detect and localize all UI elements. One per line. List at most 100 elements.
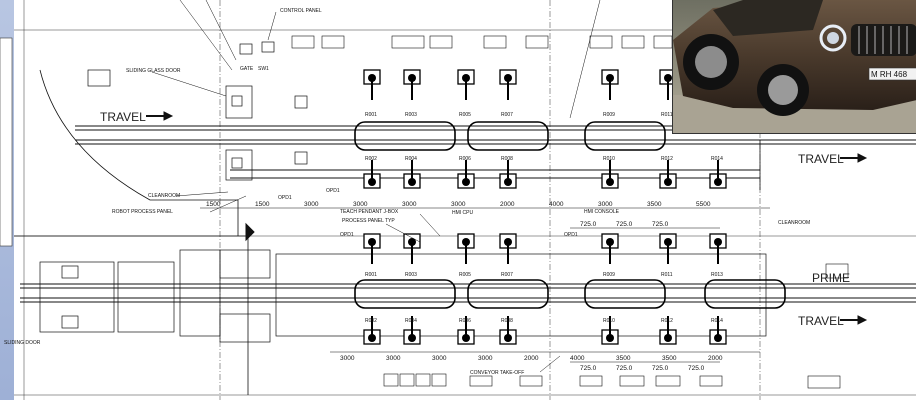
vehicle-bodies: [354, 121, 786, 309]
dimension-mid: 725.0: [652, 221, 669, 228]
leader-lines: [151, 0, 601, 373]
robot-top-b: [363, 160, 381, 189]
robot-label: R014: [711, 318, 723, 324]
robot-label: R005: [459, 112, 471, 118]
robot-label: R007: [501, 112, 513, 118]
robot-top-a: [499, 69, 517, 100]
robot-top-a: [403, 69, 421, 100]
travel-label-top-right: TRAVEL: [798, 152, 844, 166]
hmi-cpu-label: HMI CPU: [452, 210, 474, 216]
robot-group: R001R003R005R007R009R011R013R002R004R006…: [363, 69, 727, 345]
robot-top-b: [601, 160, 619, 189]
robot-label: R008: [501, 156, 513, 162]
dimension-bottom: 3000: [478, 355, 493, 362]
bottom-cabinets: [383, 263, 849, 389]
robot-bottom-b: [403, 316, 421, 345]
dimension-top: 4000: [549, 201, 564, 208]
robot-top-b: [499, 160, 517, 189]
robot-top-b: [659, 160, 677, 189]
sliding-door-label: SLIDING DOOR: [4, 340, 41, 346]
opd1-label-a: OPD1: [326, 188, 340, 194]
robot-label: R009: [603, 112, 615, 118]
robot-label: R006: [459, 156, 471, 162]
robot-bottom-a: [601, 233, 619, 264]
robot-bottom-b: [659, 316, 677, 345]
entry-booth: [87, 41, 308, 181]
robot-label: R010: [603, 318, 615, 324]
dimension-top: 3000: [598, 201, 613, 208]
robot-label: R004: [405, 318, 417, 324]
control-panel-label: CONTROL PANEL: [280, 8, 322, 14]
robot-label: R012: [661, 318, 673, 324]
robot-bottom-a: [457, 233, 475, 264]
travel-arrows: [146, 111, 868, 325]
robot-bottom-a: [659, 233, 677, 264]
robot-top-b: [709, 160, 727, 189]
robot-label: R007: [501, 272, 513, 278]
dimension-bottom: 2000: [524, 355, 539, 362]
dimension-top: 3000: [451, 201, 466, 208]
dimension-mid: 725.0: [580, 221, 597, 228]
robot-label: R009: [603, 272, 615, 278]
license-plate: M RH 468: [871, 70, 908, 79]
robot-bottom-a: [363, 233, 381, 264]
robot-label: R005: [459, 272, 471, 278]
robot-label: R014: [711, 156, 723, 162]
dimension-bottom: 3500: [616, 355, 631, 362]
car-photo: M RH 468: [672, 0, 916, 134]
sliding-glass-door-label: SLIDING GLASS DOOR: [126, 68, 181, 74]
robot-label: R001: [365, 272, 377, 278]
robot-label: R003: [405, 272, 417, 278]
robot-label: R008: [501, 318, 513, 324]
gate-sw-label: SW1: [258, 66, 269, 72]
robot-label: R006: [459, 318, 471, 324]
robot-label: R003: [405, 112, 417, 118]
opd1-label-d: OPD1: [564, 232, 578, 238]
robot-bottom-a: [403, 233, 421, 264]
opd1-label-b: OPD1: [278, 195, 292, 201]
dimension-bottom: 2000: [708, 355, 723, 362]
robot-label: R001: [365, 112, 377, 118]
dimension-top: 3000: [402, 201, 417, 208]
robot-top-a: [363, 69, 381, 100]
gate-label: GATE: [240, 66, 254, 72]
dimension-top: 3500: [647, 201, 662, 208]
cleanroom-label-right: CLEANROOM: [778, 220, 810, 226]
dimension-mid: 725.0: [616, 221, 633, 228]
dimension-top: 3000: [353, 201, 368, 208]
robot-top-b: [457, 160, 475, 189]
dimension-bottom: 3000: [340, 355, 355, 362]
robot-label: R004: [405, 156, 417, 162]
dimension-top: 3000: [304, 201, 319, 208]
travel-label-left: TRAVEL: [100, 110, 146, 124]
dimension-bottom: 3000: [386, 355, 401, 362]
dimension-bottom-offset: 725.0: [652, 365, 669, 372]
robot-label: R012: [661, 156, 673, 162]
dimension-lines: [200, 207, 770, 363]
dimension-top: 1500: [255, 201, 270, 208]
process-panel-typ-label: PROCESS PANEL TYP: [342, 218, 395, 224]
robot-process-panel-label: ROBOT PROCESS PANEL: [112, 209, 173, 215]
robot-label: R011: [661, 112, 673, 118]
robot-bottom-a: [709, 233, 727, 264]
robot-bottom-b: [499, 316, 517, 345]
robot-bottom-b: [709, 316, 727, 345]
robot-bottom-b: [457, 316, 475, 345]
dimension-bottom: 3500: [662, 355, 677, 362]
car-photo-illustration: M RH 468: [673, 0, 916, 133]
dimension-bottom-offset: 725.0: [616, 365, 633, 372]
robot-top-b: [403, 160, 421, 189]
prime-label: PRIME: [812, 271, 850, 285]
robot-bottom-a: [499, 233, 517, 264]
robot-label: R013: [711, 272, 723, 278]
dimension-bottom: 3000: [432, 355, 447, 362]
top-cabinets: [291, 35, 673, 49]
dimension-bottom: 4000: [570, 355, 585, 362]
opd1-label-c: OPD1: [340, 232, 354, 238]
robot-label: R011: [661, 272, 673, 278]
dimension-top: 2000: [500, 201, 515, 208]
dimension-bottom-offset: 725.0: [580, 365, 597, 372]
dimension-bottom-offset: 725.0: [688, 365, 705, 372]
